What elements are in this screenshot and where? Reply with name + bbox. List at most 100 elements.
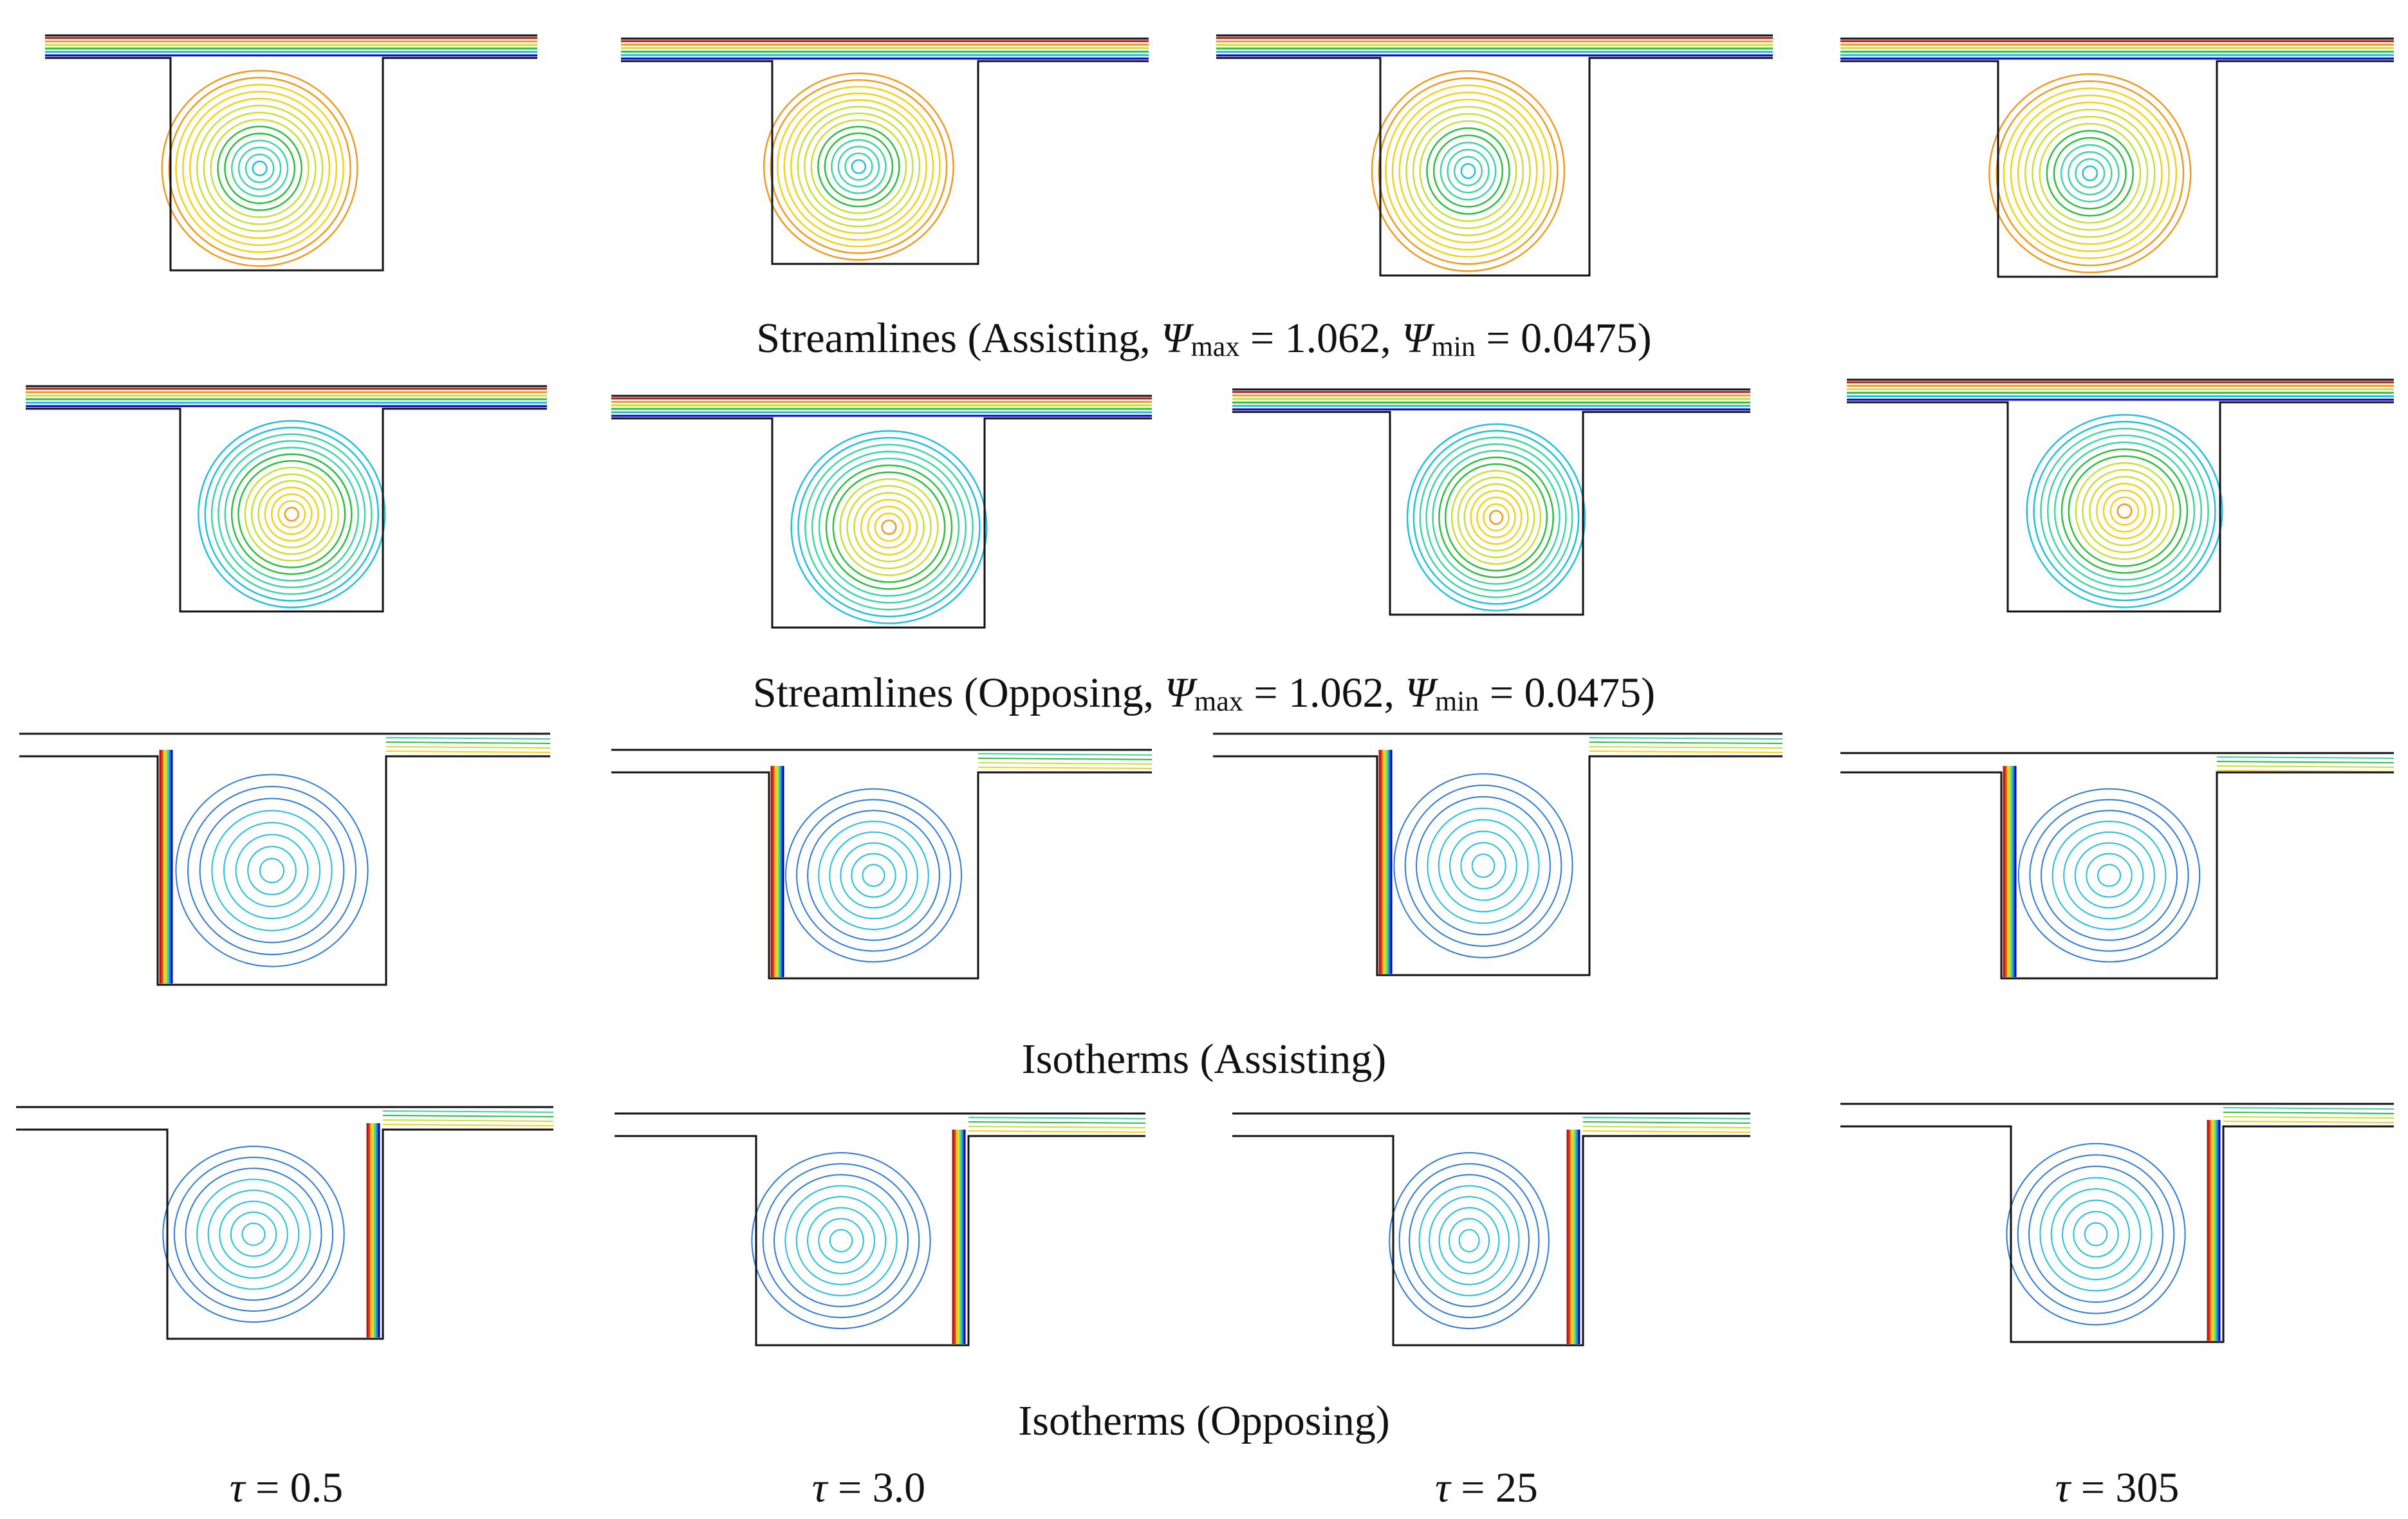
cavity-streamline bbox=[2095, 483, 2154, 539]
domain-outline bbox=[1840, 1103, 2394, 1343]
domain-outline bbox=[1213, 732, 1783, 976]
cavity-streamline bbox=[168, 77, 351, 260]
cavity-streamline bbox=[851, 159, 867, 174]
cavity-streamline bbox=[203, 111, 317, 225]
cavity-streamline bbox=[1432, 450, 1561, 585]
isotherm-contour bbox=[259, 857, 285, 884]
psi-symbol: Ψ bbox=[1402, 315, 1432, 362]
cavity-streamline bbox=[860, 499, 918, 555]
cavity-streamline bbox=[1412, 430, 1580, 605]
caption-streamlines-opposing: Streamlines (Opposing, Ψmax = 1.062, Ψmi… bbox=[0, 667, 2408, 723]
psi-symbol: Ψ bbox=[1164, 669, 1195, 716]
tau-symbol: τ bbox=[811, 1464, 828, 1511]
isotherm-contour bbox=[762, 1163, 920, 1318]
domain-outline bbox=[45, 34, 537, 272]
isotherm-contour bbox=[807, 810, 940, 941]
isotherm-channel-streak bbox=[1589, 750, 1783, 753]
isotherm-channel-streak bbox=[977, 753, 1153, 756]
isotherm-contour bbox=[187, 786, 357, 955]
isotherm-contour bbox=[818, 821, 929, 930]
cavity-streamline bbox=[224, 447, 359, 582]
isotherm-channel-streak bbox=[2223, 1121, 2394, 1123]
isotherm-contour bbox=[1458, 1229, 1480, 1253]
isotherm-contour bbox=[1449, 830, 1517, 901]
tau-symbol: τ bbox=[2055, 1464, 2071, 1511]
cavity-streamline bbox=[2068, 151, 2113, 196]
isotherm-channel-streak bbox=[382, 1110, 554, 1113]
cavity-streamline bbox=[230, 139, 289, 198]
cavity-streamline bbox=[245, 153, 275, 183]
cavity-streamline bbox=[2032, 115, 2149, 231]
cavity-streamline bbox=[210, 433, 373, 595]
isotherm-contour bbox=[2074, 842, 2144, 909]
isotherm-contour bbox=[219, 1200, 288, 1268]
cavity-streamline bbox=[1419, 436, 1573, 599]
isotherm-contour bbox=[230, 1211, 277, 1257]
cavity-streamline bbox=[250, 473, 333, 555]
cavity-streamline bbox=[2075, 158, 2106, 189]
cavity-streamline bbox=[1463, 483, 1529, 552]
cavity-streamline bbox=[1460, 163, 1476, 180]
cavity-streamline bbox=[218, 440, 366, 588]
cavity-streamline bbox=[237, 460, 346, 568]
isotherm-channel-streak bbox=[1589, 741, 1783, 744]
cavity-streamline bbox=[2017, 101, 2163, 245]
isotherm-channel-streak bbox=[1582, 1121, 1751, 1124]
domain-outline bbox=[1232, 1112, 1750, 1347]
cavity-streamline bbox=[2075, 462, 2174, 560]
cavity-streamline bbox=[277, 499, 306, 528]
psi-max-value: = 1.062, bbox=[1239, 315, 1402, 362]
isotherm-channel-streak bbox=[1589, 746, 1783, 749]
cavity-streamline bbox=[2060, 144, 2120, 203]
cavity-streamline bbox=[244, 467, 339, 562]
isotherm-contour bbox=[2028, 1165, 2163, 1303]
isotherm-channel-streak bbox=[2216, 756, 2394, 759]
psi-max-subscript: max bbox=[1194, 685, 1243, 717]
cavity-streamline bbox=[844, 152, 873, 181]
cavity-streamline bbox=[846, 485, 932, 570]
cavity-streamline bbox=[1483, 503, 1510, 532]
cavity-streamline bbox=[2046, 129, 2135, 217]
isotherm-channel-streak bbox=[382, 1119, 554, 1122]
isotherm-channel-streak bbox=[382, 1115, 554, 1117]
isotherm-contour bbox=[2017, 788, 2201, 963]
isotherm-contour bbox=[199, 797, 345, 944]
caption-streamlines-assisting: Streamlines (Assisting, Ψmax = 1.062, Ψm… bbox=[0, 313, 2408, 369]
cavity-streamline bbox=[2053, 441, 2196, 581]
isotherm-contour bbox=[2097, 864, 2122, 887]
cavity-streamline bbox=[776, 86, 941, 248]
isotherm-contour bbox=[1409, 1174, 1530, 1307]
cavity-streamline bbox=[1470, 490, 1523, 545]
cavity-streamline bbox=[210, 118, 310, 218]
domain-outline bbox=[1840, 37, 2394, 278]
psi-symbol: Ψ bbox=[1405, 669, 1435, 716]
cavity-streamline bbox=[204, 427, 380, 602]
isotherm-contour bbox=[2084, 1222, 2108, 1247]
cavity-streamline bbox=[874, 512, 904, 542]
isotherm-contour bbox=[795, 1196, 887, 1285]
cavity-streamline bbox=[237, 146, 282, 191]
cavity-streamline bbox=[175, 84, 344, 253]
isotherm-channel-streak bbox=[385, 746, 551, 749]
isotherm-channel-streak bbox=[1582, 1117, 1751, 1119]
isotherm-contour bbox=[235, 834, 309, 908]
isotherm-channel-streak bbox=[977, 758, 1153, 760]
tau-label-2: τ = 25 bbox=[1326, 1462, 1647, 1514]
cavity-streamline bbox=[783, 92, 934, 241]
isotherm-contour bbox=[2063, 831, 2155, 920]
cavity-streamline bbox=[810, 119, 907, 214]
cavity-streamline bbox=[1398, 98, 1538, 244]
cavity-streamline bbox=[2003, 87, 2178, 259]
cavity-streamline bbox=[284, 507, 299, 522]
isotherm-contour bbox=[1416, 796, 1551, 936]
isotherm-contour bbox=[840, 842, 907, 909]
isotherm-contour bbox=[2073, 1211, 2119, 1258]
cavity-streamline bbox=[252, 160, 268, 176]
cavity-streamline bbox=[2089, 476, 2160, 546]
cavity-streamline bbox=[1405, 106, 1531, 236]
isotherm-contour bbox=[2017, 1154, 2175, 1314]
isotherm-contour bbox=[2050, 1188, 2142, 1280]
cavity-streamline bbox=[196, 104, 324, 232]
cavity-streamline bbox=[2046, 434, 2203, 588]
